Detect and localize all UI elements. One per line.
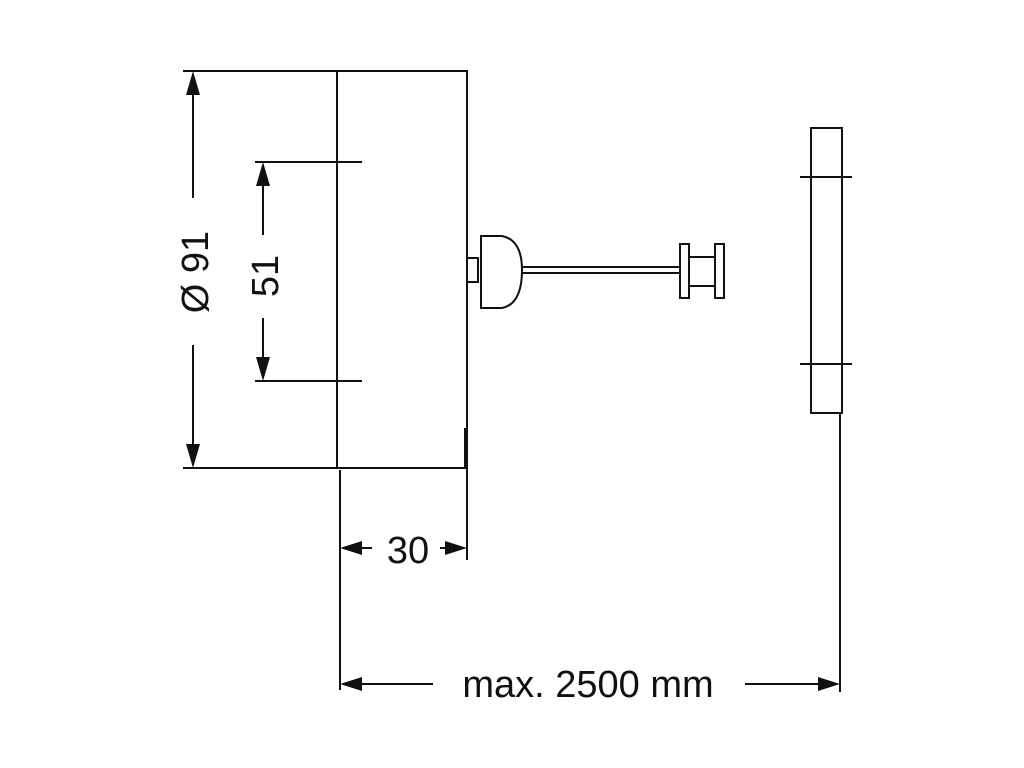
arrow-up-icon bbox=[186, 71, 200, 95]
arrow-left-icon bbox=[340, 677, 362, 691]
max-length-dimension: max. 2500 mm bbox=[340, 413, 841, 706]
arrow-right-icon bbox=[445, 541, 467, 555]
wall-bracket bbox=[800, 127, 852, 414]
arrow-left-icon bbox=[340, 541, 362, 555]
depth-dimension: 30 bbox=[339, 430, 468, 690]
max-length-label: max. 2500 mm bbox=[462, 664, 713, 706]
arrow-down-icon bbox=[256, 357, 270, 381]
hole-spacing-label: 51 bbox=[245, 255, 287, 297]
diameter-label: Ø 91 bbox=[175, 231, 217, 313]
housing bbox=[336, 70, 468, 469]
arrow-down-icon bbox=[186, 444, 200, 468]
depth-label: 30 bbox=[387, 530, 429, 572]
hole-spacing-dimension: 51 bbox=[245, 161, 362, 382]
arrow-right-icon bbox=[818, 677, 840, 691]
cord-hook-assembly bbox=[466, 235, 725, 309]
diameter-dimension: Ø 91 bbox=[175, 70, 337, 469]
arrow-up-icon bbox=[256, 162, 270, 186]
